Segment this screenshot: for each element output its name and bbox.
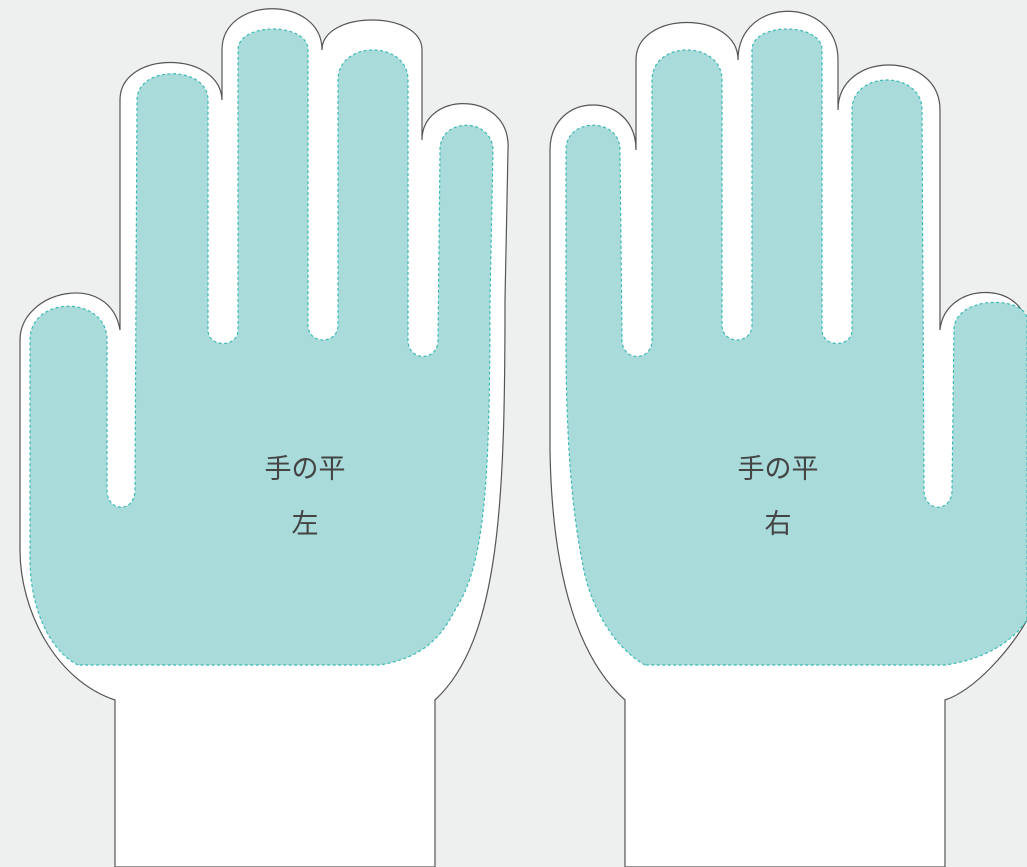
right-glove-side-label: 右 [765,509,792,540]
left-glove-side-label: 左 [292,509,319,540]
left-glove: 手の平 左 [20,9,508,867]
right-glove-title: 手の平 [738,454,819,485]
right-glove: 手の平 右 [550,11,1027,867]
left-glove-title: 手の平 [265,454,346,485]
